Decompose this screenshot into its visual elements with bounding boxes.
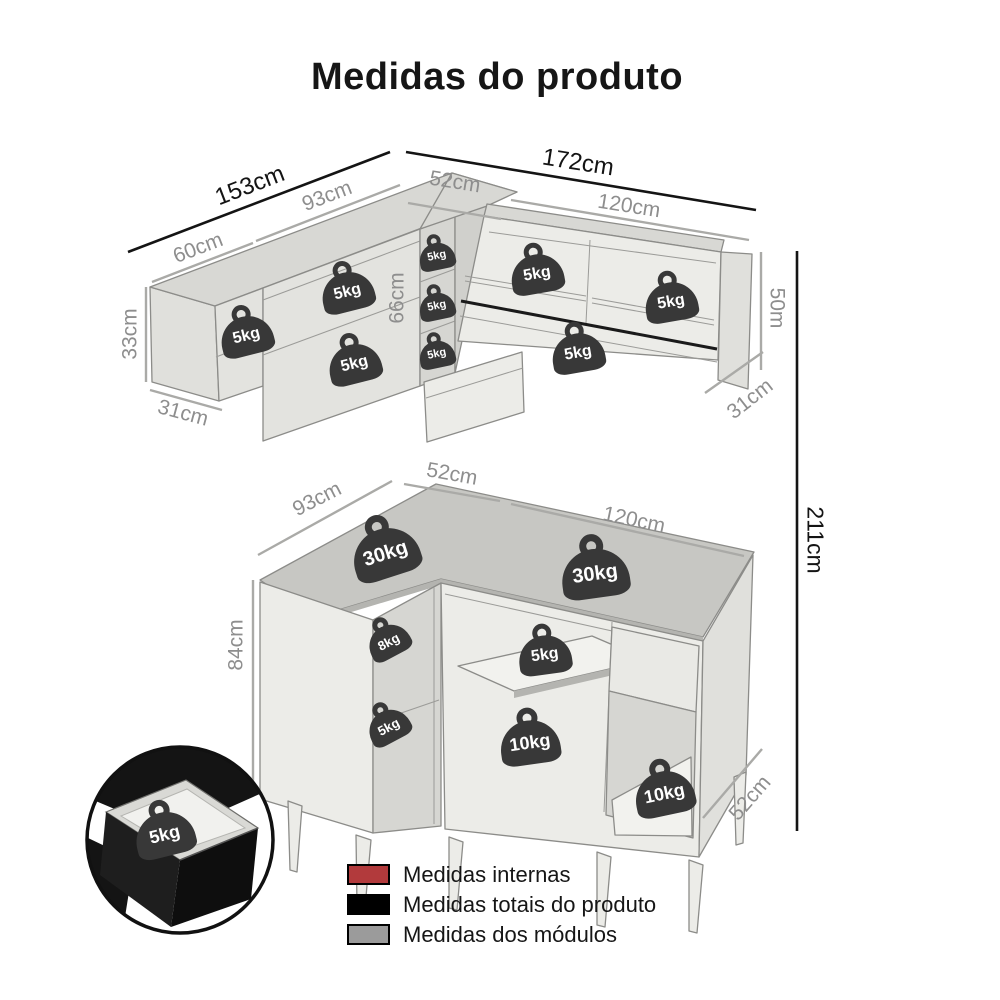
internal-measures-swatch [347, 864, 390, 885]
legend-row-total: Medidas totais do produto [347, 891, 657, 917]
legend-row-modules: Medidas dos módulos [347, 921, 656, 947]
weight-capacity-badge: 5kg [415, 281, 458, 324]
total-measures-swatch [347, 894, 390, 915]
legend-label: Medidas internas [403, 861, 571, 887]
legend-row-internal: Medidas internas [347, 861, 656, 887]
weight-capacity-value: 30kg [360, 535, 411, 571]
dimension-label: 66cm [385, 272, 409, 324]
weight-capacity-badge: 5kg [415, 231, 458, 274]
legend-label: Medidas totais do produto [403, 891, 657, 917]
weight-capacity-badge: 10kg [628, 753, 699, 822]
dimension-label: 84cm [224, 619, 248, 671]
weight-capacity-value: 5kg [562, 341, 594, 364]
legend: Medidas internas Medidas totais do produ… [347, 861, 657, 953]
weight-capacity-value: 10kg [642, 779, 687, 808]
weight-capacity-value: 5kg [147, 820, 183, 848]
dimension-label: 211cm [802, 506, 829, 574]
weight-capacity-value: 5kg [426, 298, 448, 314]
weight-capacity-value: 5kg [426, 346, 448, 362]
weight-capacity-value: 5kg [529, 644, 560, 665]
kettlebell-body-icon: 10kg [497, 716, 563, 769]
weight-capacity-badge: 30kg [556, 530, 633, 603]
kettlebell-body-icon: 30kg [557, 544, 633, 603]
weight-capacity-badge: 10kg [495, 704, 563, 769]
weight-capacity-value: 10kg [508, 729, 552, 756]
weight-capacity-value: 5kg [338, 351, 370, 375]
weight-capacity-value: 5kg [331, 279, 363, 303]
weight-capacity-value: 5kg [426, 248, 448, 264]
weight-capacity-badge: 5kg [639, 266, 701, 326]
weight-capacity-badge: 5kg [415, 329, 458, 372]
dimension-label: 50m [765, 287, 789, 329]
weight-capacity-badge: 5kg [546, 317, 608, 377]
weight-capacity-value: 5kg [374, 714, 402, 739]
weight-capacity-value: 5kg [521, 262, 553, 285]
weight-capacity-badge: 5kg [514, 620, 574, 678]
legend-label: Medidas dos módulos [403, 921, 618, 947]
weight-capacity-value: 30kg [570, 559, 620, 588]
weight-capacity-value: 5kg [230, 323, 262, 347]
dimension-lines [127, 150, 799, 831]
weight-capacity-value: 8kg [374, 629, 402, 654]
kettlebell-body-icon: 5kg [515, 631, 574, 678]
page-title: Medidas do produto [310, 56, 684, 98]
weight-capacity-badge: 5kg [505, 238, 567, 298]
module-measures-swatch [347, 924, 390, 945]
weight-capacity-value: 5kg [655, 290, 687, 313]
dimension-label: 33cm [118, 308, 142, 360]
